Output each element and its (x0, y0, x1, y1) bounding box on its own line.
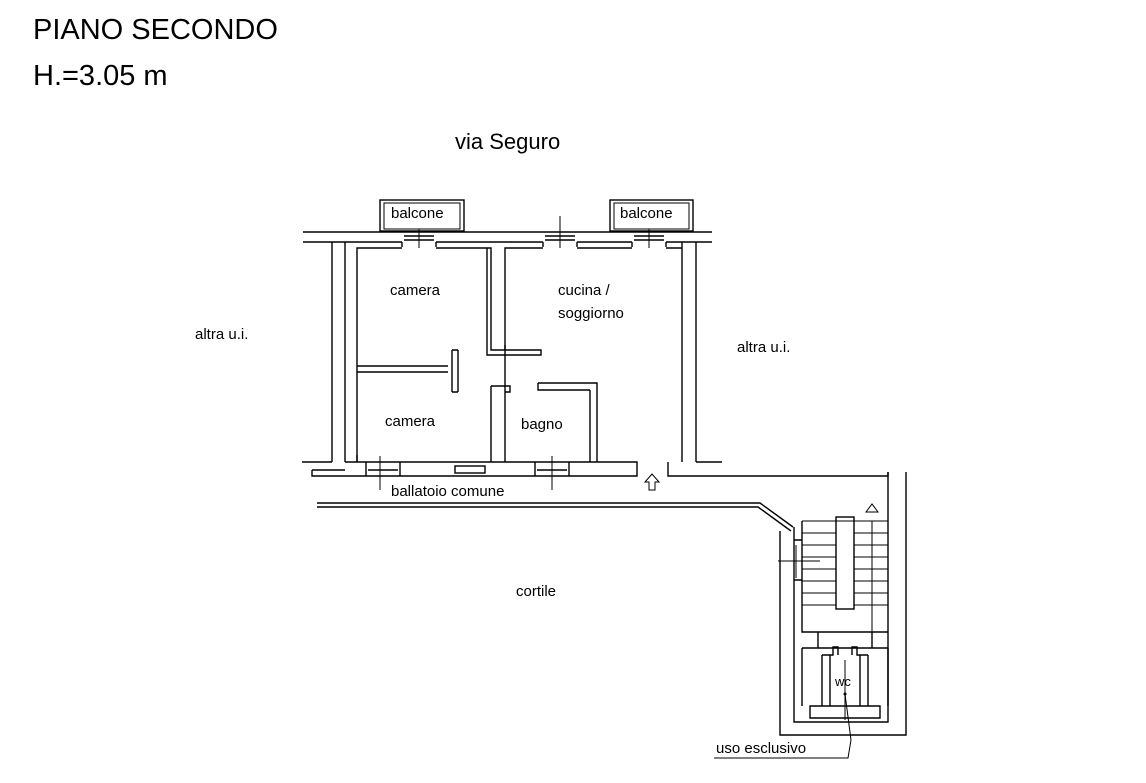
room-bedroom-bottom (356, 385, 511, 462)
gallery-label: ballatoio comune (391, 483, 504, 500)
ceiling-height: H.=3.05 m (33, 60, 168, 92)
room-bedroom-top (356, 247, 542, 462)
entrance-arrow-icon (643, 473, 661, 491)
kitchen-label-line1: cucina / (558, 282, 611, 299)
wc-block (801, 632, 889, 720)
room-bathroom (537, 382, 598, 462)
bathroom-label: bagno (521, 416, 563, 433)
bedroom-top-label: camera (390, 282, 441, 299)
other-unit-left-label: altra u.i. (195, 326, 248, 343)
room-kitchen-living (504, 247, 682, 462)
street-name: via Seguro (455, 129, 560, 154)
balcony-right (609, 199, 694, 232)
party-walls (302, 242, 722, 463)
gallery-railing (317, 502, 794, 532)
wc-label: wc (834, 674, 851, 689)
balcony-left (379, 199, 465, 232)
facade-windows (401, 216, 667, 248)
balcony-left-label: balcone (391, 205, 444, 222)
bedroom-bottom-label: camera (385, 413, 436, 430)
courtyard-label: cortile (516, 583, 556, 600)
exclusive-use-label: uso esclusivo (716, 740, 806, 757)
plan-title: PIANO SECONDO (33, 14, 278, 46)
street-facade-wall (303, 231, 712, 243)
stairwell (778, 472, 907, 736)
kitchen-label-line2: soggiorno (558, 305, 624, 322)
balcony-right-label: balcone (620, 205, 673, 222)
exclusive-use-leader (714, 693, 852, 759)
other-unit-right-label: altra u.i. (737, 339, 790, 356)
